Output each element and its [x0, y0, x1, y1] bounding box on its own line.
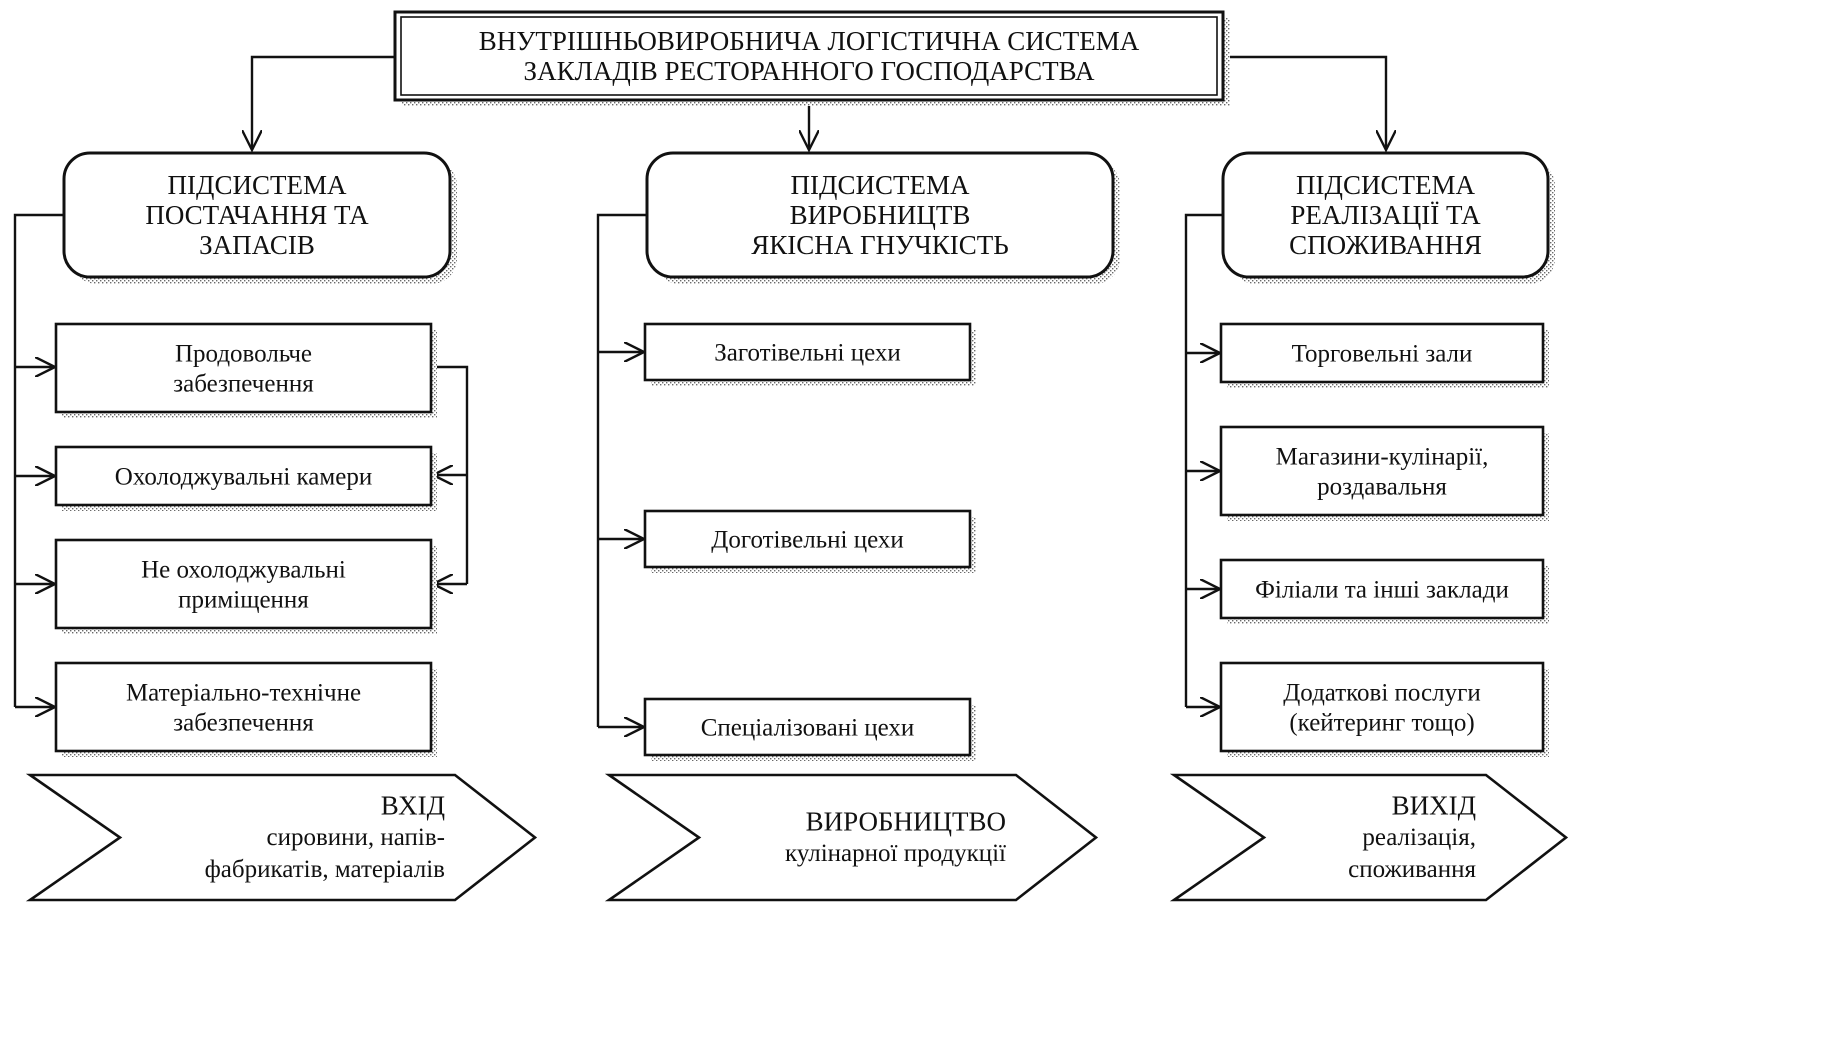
arrow-title-to-sales: [1223, 55, 1386, 150]
stage-line: сировини, напів-: [266, 824, 445, 851]
bus-line-supply: [13, 213, 64, 707]
stage-line: реалізація,: [1362, 824, 1476, 851]
subsystem-header-line: ЯКІСНА ГНУЧКІСТЬ: [751, 230, 1009, 260]
item-line: Матеріально-технічне: [126, 680, 361, 707]
stage-line: фабрикатів, матеріалів: [205, 856, 445, 883]
arrow-title-to-supply: [252, 55, 395, 150]
item-box-supply: Охолоджувальні камери: [54, 445, 437, 511]
bus-line-production: [596, 213, 647, 727]
item-line: Заготівельні цехи: [714, 340, 901, 367]
item-line: забезпечення: [173, 371, 314, 398]
subsystem-header-line: ПІДСИСТЕМА: [791, 170, 970, 200]
stage-line: ВИРОБНИЦТВО: [806, 807, 1006, 837]
item-line: Торговельні зали: [1292, 341, 1473, 368]
item-line: Магазини-кулінарії,: [1276, 444, 1489, 471]
item-box-sales: Додаткові послуги (кейтеринг тощо): [1219, 661, 1549, 757]
item-line: Додаткові послуги: [1283, 680, 1481, 707]
diagram-nodes: ВНУТРІШНЬОВИРОБНИЧА ЛОГІСТИЧНА СИСТЕМАЗА…: [25, 10, 1569, 902]
item-line: (кейтеринг тощо): [1289, 710, 1474, 737]
stage-line: споживання: [1348, 856, 1476, 883]
item-line: Не охолоджувальні: [141, 557, 346, 584]
bus-line-sales: [1184, 213, 1223, 707]
item-line: Спеціалізовані цехи: [701, 715, 915, 742]
subsystem-header-line: СПОЖИВАННЯ: [1289, 230, 1482, 260]
stage-arrow-sales: ВИХІД реалізація, споживання: [1169, 773, 1569, 902]
subsystem-header-line: ВИРОБНИЦТВ: [790, 200, 971, 230]
item-line: Охолоджувальні камери: [115, 464, 372, 491]
item-box-supply: Продовольче забезпечення: [54, 322, 437, 418]
item-line: Продовольче: [175, 341, 312, 368]
item-line: приміщення: [178, 587, 309, 614]
stage-line: ВИХІД: [1392, 791, 1476, 821]
stage-arrow-supply: ВХІД сировини, напів-фабрикатів, матеріал…: [25, 773, 538, 902]
subsystem-header-line: ПІДСИСТЕМА: [1296, 170, 1475, 200]
storage-bracket: [431, 365, 469, 584]
item-box-supply: Матеріально-технічне забезпечення: [54, 661, 437, 757]
title-box: ВНУТРІШНЬОВИРОБНИЧА ЛОГІСТИЧНА СИСТЕМАЗА…: [393, 10, 1230, 106]
connector-lines: [13, 55, 1386, 727]
item-line: забезпечення: [173, 710, 314, 737]
title-line: ЗАКЛАДІВ РЕСТОРАННОГО ГОСПОДАРСТВА: [524, 56, 1095, 86]
item-box-production: Спеціалізовані цехи: [643, 697, 976, 761]
stage-line: кулінарної продукції: [785, 840, 1006, 867]
title-line: ВНУТРІШНЬОВИРОБНИЧА ЛОГІСТИЧНА СИСТЕМА: [479, 26, 1140, 56]
subsystem-header-line: ПІДСИСТЕМА: [168, 170, 347, 200]
item-box-sales: Магазини-кулінарії, роздавальня: [1219, 425, 1549, 521]
stage-line: ВХІД: [381, 791, 445, 821]
item-line: Доготівельні цехи: [711, 527, 903, 554]
stage-arrow-production: ВИРОБНИЦТВО кулінарної продукції: [604, 773, 1099, 902]
item-box-supply: Не охолоджувальні приміщення: [54, 538, 437, 634]
item-box-production: Заготівельні цехи: [643, 322, 976, 386]
subsystem-header-line: РЕАЛІЗАЦІЇ ТА: [1290, 200, 1481, 230]
item-line: Філіали та інші заклади: [1255, 577, 1509, 604]
item-box-production: Доготівельні цехи: [643, 509, 976, 573]
item-box-sales: Філіали та інші заклади: [1219, 558, 1549, 624]
subsystem-header-line: ПОСТАЧАННЯ ТА: [145, 200, 369, 230]
item-line: роздавальня: [1317, 474, 1447, 501]
item-box-sales: Торговельні зали: [1219, 322, 1549, 388]
subsystem-header-line: ЗАПАСІВ: [199, 230, 315, 260]
